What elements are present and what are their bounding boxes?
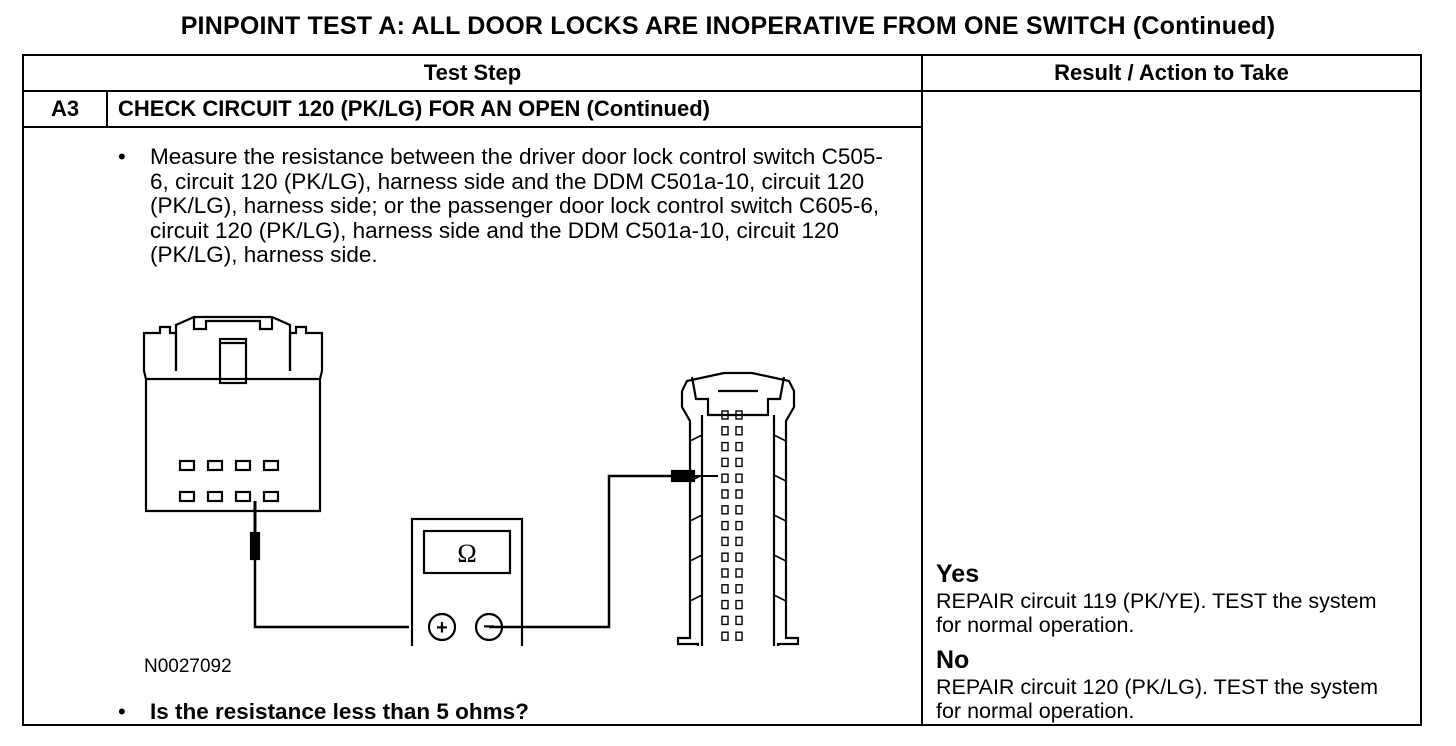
yes-label: Yes <box>936 560 980 588</box>
ddm-pin-cavity <box>721 520 729 531</box>
minus-terminal-icon: − <box>483 616 495 638</box>
question-text: Is the resistance less than 5 ohms? <box>150 699 529 724</box>
ddm-pin-cavity <box>721 457 729 468</box>
ddm-pin-cavity <box>735 505 743 515</box>
ddm-pin-cavity <box>721 631 729 641</box>
question-item: • Is the resistance less than 5 ohms? <box>116 699 890 725</box>
ddm-pin-cavity <box>735 473 743 483</box>
ddm-pin-cavity <box>735 631 743 641</box>
ddm-pin-cavity <box>735 520 743 531</box>
ddm-pin-cavity <box>721 505 729 515</box>
ddm-pin-cavity <box>735 584 743 594</box>
header-divider <box>24 90 1420 92</box>
ddm-ribs <box>689 434 787 602</box>
step-title: CHECK CIRCUIT 120 (PK/LG) FOR AN OPEN (C… <box>118 96 710 121</box>
switch-connector <box>142 315 324 513</box>
result-header: Result / Action to Take <box>1054 60 1289 85</box>
step-title-divider <box>24 126 921 128</box>
positive-probe-lead <box>249 501 409 629</box>
ddm-pin-cavity <box>721 568 729 578</box>
step-id-divider <box>106 92 108 126</box>
multimeter <box>410 517 524 646</box>
test-table: Test Step Result / Action to Take A3 CHE… <box>22 54 1422 726</box>
ddm-pin-cavity <box>721 584 729 594</box>
ddm-pin-cavity <box>721 473 729 483</box>
plus-terminal-icon: + <box>436 617 448 639</box>
ddm-pin-cavity <box>735 457 743 468</box>
instruction-item: • Measure the resistance between the dri… <box>116 144 890 268</box>
column-divider <box>921 56 923 724</box>
ddm-pin-cavity <box>721 489 729 499</box>
bullet-icon: • <box>118 144 126 169</box>
ddm-pins <box>721 410 743 641</box>
ddm-pin-cavity <box>735 599 743 610</box>
ohm-symbol: Ω <box>457 539 476 568</box>
ddm-pin-cavity <box>721 536 729 547</box>
ddm-pin-cavity <box>735 410 743 420</box>
ddm-pin-cavity <box>735 552 743 562</box>
ddm-pin-cavity <box>721 599 729 610</box>
ddm-pin-cavity <box>735 441 743 452</box>
yes-action: REPAIR circuit 119 (PK/YE). TEST the sys… <box>936 589 1377 637</box>
page-title: PINPOINT TEST A: ALL DOOR LOCKS ARE INOP… <box>180 12 1276 40</box>
figure-id: N0027092 <box>144 656 232 677</box>
bullet-icon: • <box>118 699 126 724</box>
ddm-pin-cavity <box>735 536 743 547</box>
ddm-pin-cavity <box>721 441 729 452</box>
ddm-pin-cavity <box>721 615 729 626</box>
step-id: A3 <box>50 96 80 121</box>
ddm-pin-cavity <box>735 568 743 578</box>
wiring-diagram: Ω + − <box>142 315 800 646</box>
no-label: No <box>936 646 970 674</box>
ddm-pin-cavity <box>735 426 743 436</box>
ddm-pin-cavity <box>735 489 743 499</box>
test-step-header: Test Step <box>423 60 522 85</box>
ddm-connector <box>676 371 800 646</box>
ddm-pin-cavity <box>721 426 729 436</box>
ddm-pin-cavity <box>721 552 729 562</box>
negative-probe-lead <box>489 469 718 629</box>
ddm-pin-cavity <box>735 615 743 626</box>
instruction-text: Measure the resistance between the drive… <box>150 144 883 267</box>
no-action: REPAIR circuit 120 (PK/LG). TEST the sys… <box>936 675 1379 723</box>
ddm-pin-cavity <box>721 410 729 420</box>
